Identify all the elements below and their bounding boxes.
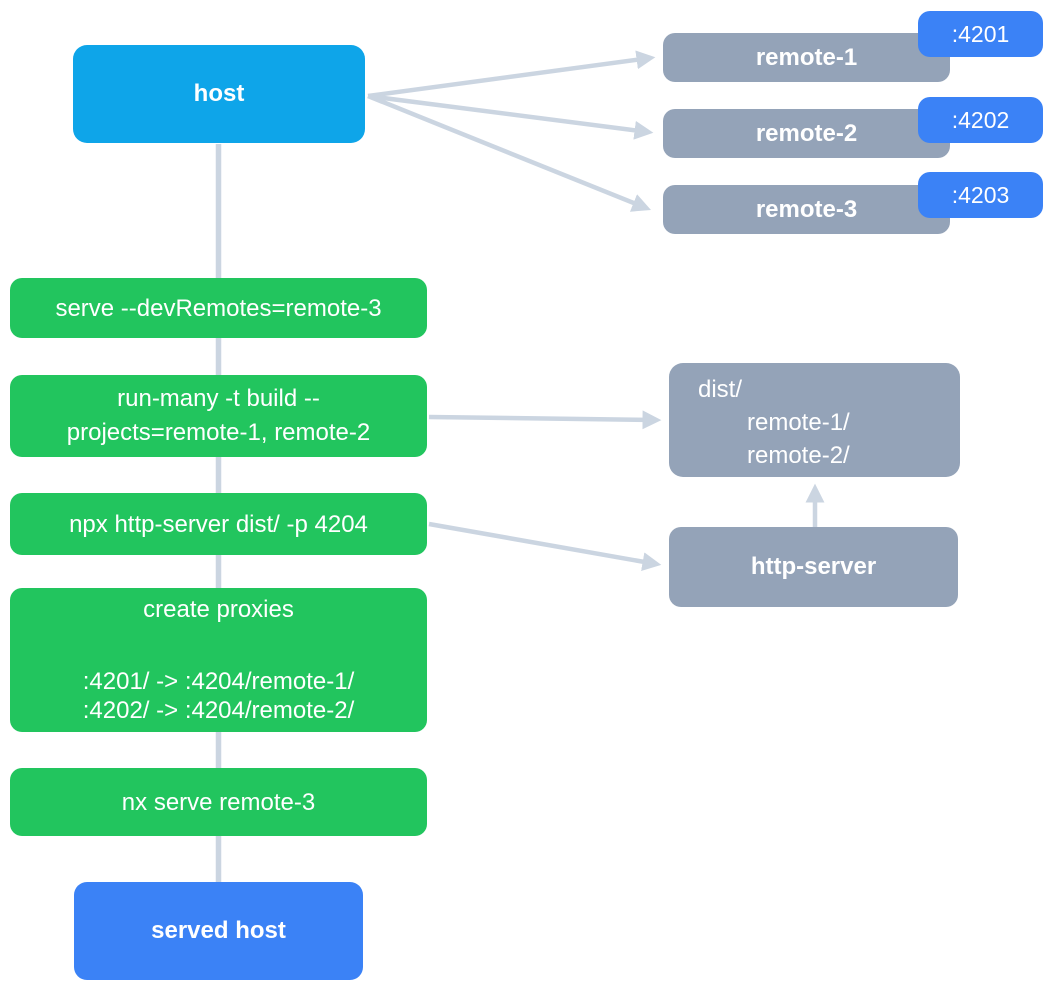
host-to-remote-3-arrow bbox=[367, 93, 652, 212]
node-host-label: host bbox=[193, 80, 245, 107]
node-remote-1-label: remote-1 bbox=[755, 43, 858, 71]
step-line: serve --devRemotes=remote-3 bbox=[55, 294, 382, 322]
node-served-host: served host bbox=[74, 882, 363, 980]
node-remote-3: remote-3 bbox=[663, 185, 950, 234]
node-remote-2: remote-2 bbox=[663, 109, 950, 158]
node-dist-folder: dist/ remote-1/ remote-2/ bbox=[669, 363, 960, 477]
step-serve-dev-remotes: serve --devRemotes=remote-3 bbox=[10, 278, 427, 338]
node-http-server-label: http-server bbox=[750, 553, 877, 580]
dist-folder-remote-2: remote-2/ bbox=[747, 442, 850, 469]
step-line: :4201/ -> :4204/remote-1/ bbox=[82, 668, 355, 695]
node-remote-1: remote-1 bbox=[663, 33, 950, 82]
port-badge-4203: :4203 bbox=[918, 172, 1043, 218]
step-line: :4202/ -> :4204/remote-2/ bbox=[82, 697, 355, 724]
host-to-remote-2-arrow bbox=[367, 93, 654, 140]
node-host: host bbox=[73, 45, 365, 143]
serve-command-to-http-server-arrow bbox=[428, 521, 662, 571]
step-line: nx serve remote-3 bbox=[121, 788, 316, 816]
node-remote-3-label: remote-3 bbox=[755, 195, 858, 223]
step-create-proxies: create proxies :4201/ -> :4204/remote-1/… bbox=[10, 588, 427, 732]
port-badge-4203-label: :4203 bbox=[951, 181, 1010, 208]
node-served-host-label: served host bbox=[151, 917, 286, 944]
port-badge-4201-label: :4201 bbox=[951, 20, 1010, 47]
step-npx-http-server: npx http-server dist/ -p 4204 bbox=[10, 493, 427, 555]
step-line: npx http-server dist/ -p 4204 bbox=[69, 510, 368, 538]
build-to-dist-arrow bbox=[428, 410, 662, 430]
node-http-server: http-server bbox=[669, 527, 958, 607]
step-line: create proxies bbox=[143, 596, 294, 623]
step-line: run-many -t build -- bbox=[117, 385, 320, 412]
port-badge-4202-label: :4202 bbox=[951, 106, 1010, 133]
port-badge-4201: :4201 bbox=[918, 11, 1043, 57]
step-nx-serve-remote-3: nx serve remote-3 bbox=[10, 768, 427, 836]
node-remote-2-label: remote-2 bbox=[755, 119, 858, 147]
step-line: projects=remote-1, remote-2 bbox=[66, 419, 371, 446]
step-run-many-build: run-many -t build -- projects=remote-1, … bbox=[10, 375, 427, 457]
port-badge-4202: :4202 bbox=[918, 97, 1043, 143]
dist-folder-root: dist/ bbox=[698, 376, 743, 403]
dist-folder-remote-1: remote-1/ bbox=[747, 409, 850, 436]
host-to-remote-1-arrow bbox=[367, 50, 656, 99]
